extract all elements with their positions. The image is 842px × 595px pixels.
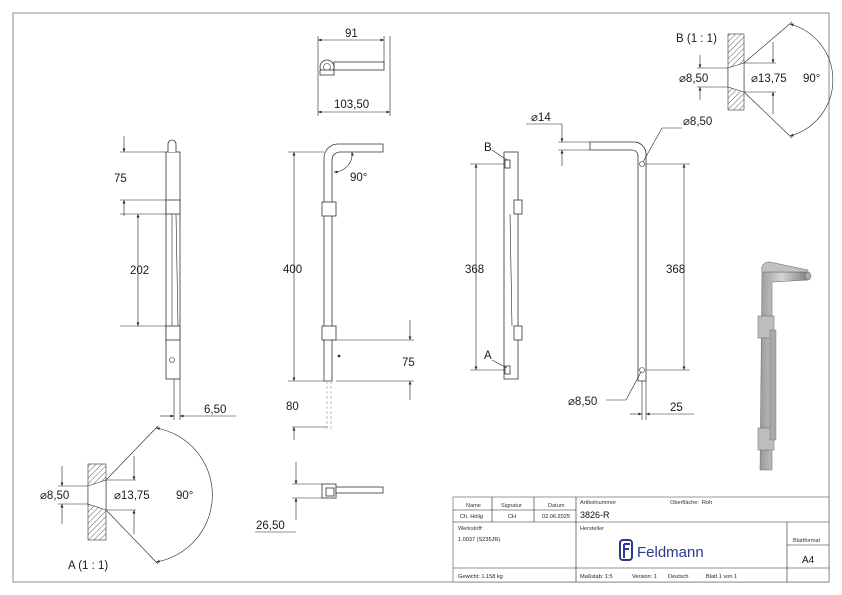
tb-datum: 02.06.2025: [542, 514, 570, 520]
tb-blattformat: A4: [802, 555, 815, 566]
tb-massstab: Maßstab: 1:5: [580, 574, 613, 580]
detail-a-title: A (1 : 1): [68, 560, 108, 572]
isometric-render: [757, 261, 812, 471]
front-view: 400 90° 75 80: [283, 143, 415, 440]
detail-a: ⌀8,50 ⌀13,75 90° A (1 : 1): [40, 425, 213, 572]
left-d75: 75: [114, 173, 127, 185]
front-d75: 75: [402, 357, 415, 369]
side-view: 368 B A: [465, 142, 523, 380]
tb-h-oberflaeche: Oberfläche:: [670, 500, 699, 506]
detail-b-angle: 90°: [803, 73, 820, 85]
detail-b-d1375: ⌀13,75: [751, 73, 787, 85]
tb-signatur: CH: [508, 514, 516, 520]
tb-oberflaeche: Roh: [702, 500, 712, 506]
detail-b-title: B (1 : 1): [676, 33, 717, 45]
left-view: 75 202 6,50: [114, 136, 236, 420]
left-d650: 6,50: [204, 404, 226, 416]
detail-b-d850: ⌀8,50: [679, 73, 708, 85]
detail-b: B (1 : 1) ⌀8,50 ⌀13,75 90°: [676, 21, 834, 139]
tb-h-datum: Datum: [548, 503, 565, 509]
right-view: ⌀14 ⌀8,50 368 ⌀8,50 25: [526, 112, 712, 420]
tb-blatt: Blatt 1 von 1: [706, 574, 737, 580]
right-d14: ⌀14: [531, 112, 551, 124]
left-d202: 202: [130, 265, 149, 277]
title-block: Name Signatur Datum Ch. Hölig CH 02.06.2…: [452, 496, 830, 583]
sheet-frame: [12, 12, 830, 583]
front-d400: 400: [283, 264, 302, 276]
front-d80: 80: [286, 401, 299, 413]
tb-h-hersteller: Hersteller: [580, 526, 604, 532]
tb-h-blattformat: Blattformat: [793, 538, 820, 544]
tb-werkstoff: 1.0037 (S235JR): [458, 537, 500, 543]
right-d850-top: ⌀8,50: [683, 116, 712, 128]
tb-h-werkstoff: Werkstoff:: [458, 526, 483, 532]
bottom-view: 26,50: [255, 462, 384, 533]
feldmann-logo-icon: [619, 539, 633, 561]
right-d25: 25: [670, 402, 683, 414]
tb-h-artikel: Artikelnummer: [580, 500, 616, 506]
front-d90deg: 90°: [350, 172, 367, 184]
right-d368: 368: [666, 264, 685, 276]
detail-a-d1375: ⌀13,75: [114, 490, 150, 502]
tb-artikel: 3826-R: [580, 510, 610, 520]
detail-a-angle: 90°: [176, 490, 193, 502]
bottom-d2650: 26,50: [256, 520, 285, 532]
top-d10350: 103,50: [334, 99, 369, 111]
detail-a-d850: ⌀8,50: [40, 490, 69, 502]
tb-h-signatur: Signatur: [501, 503, 522, 509]
top-d91: 91: [345, 28, 358, 40]
side-d368: 368: [465, 264, 484, 276]
tb-gewicht: Gewicht: 1.158 kg: [458, 574, 503, 580]
tb-name: Ch. Hölig: [460, 514, 483, 520]
tb-brand: Feldmann: [637, 544, 704, 561]
tb-version: Version: 1: [632, 574, 657, 580]
tb-h-name: Name: [466, 503, 481, 509]
top-view: 91 103,50: [317, 28, 391, 116]
side-label-b: B: [484, 142, 492, 154]
tb-sprache: Deutsch: [668, 574, 689, 580]
right-d850-bot: ⌀8,50: [568, 396, 597, 408]
side-label-a: A: [484, 350, 492, 362]
